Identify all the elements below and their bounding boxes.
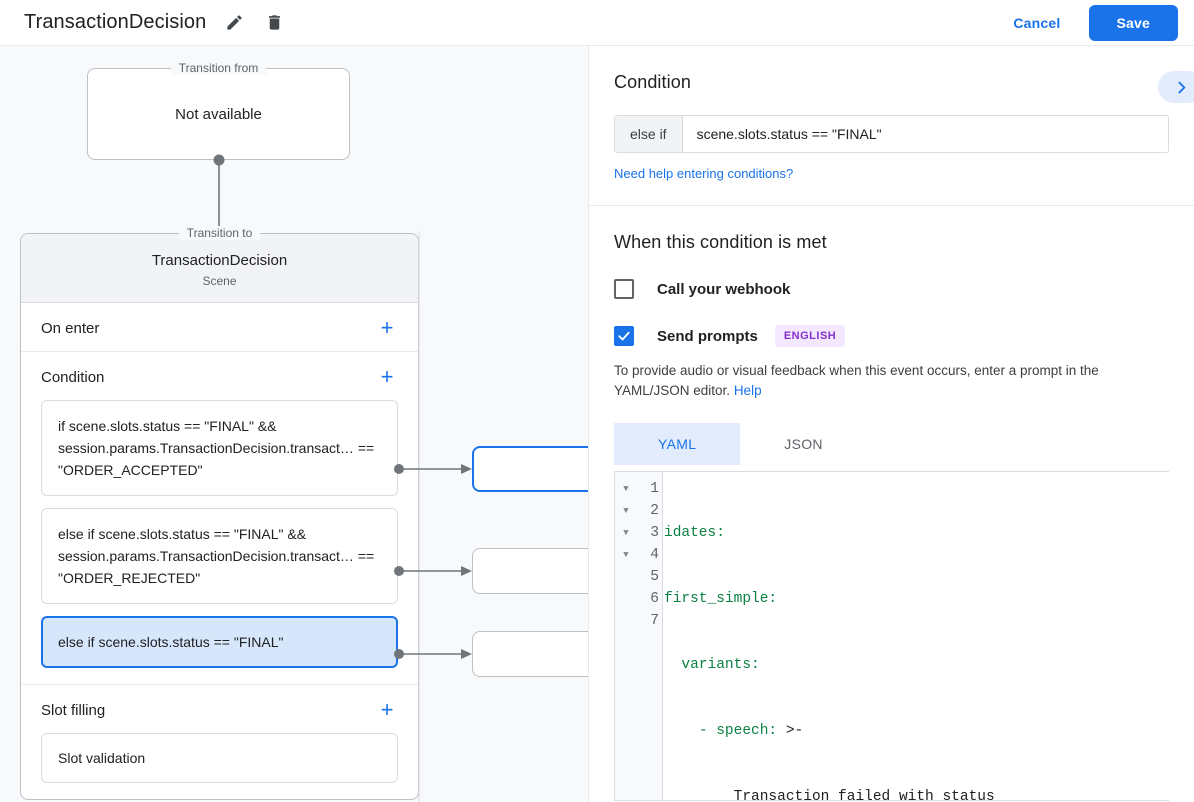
section-condition: Condition + if scene.slots.status == "FI… bbox=[21, 352, 418, 685]
webhook-label: Call your webhook bbox=[657, 280, 791, 298]
code-line: idates: bbox=[663, 522, 1169, 544]
code-text: >- bbox=[777, 723, 804, 739]
editor-line-numbers: 1 2 3 4 5 6 7 bbox=[637, 472, 663, 800]
condition-section: Condition else if Need help entering con… bbox=[589, 46, 1194, 206]
top-app-bar: TransactionDecision Cancel Save bbox=[0, 0, 1194, 46]
cancel-button[interactable]: Cancel bbox=[999, 6, 1074, 40]
section-title-on-enter: On enter bbox=[41, 319, 100, 337]
fold-toggle-icon[interactable]: ▼ bbox=[623, 484, 629, 494]
tab-json[interactable]: JSON bbox=[784, 436, 823, 452]
send-prompts-label: Send prompts bbox=[657, 327, 758, 345]
code-indent bbox=[664, 723, 699, 739]
condition-prefix-label: else if bbox=[615, 116, 683, 152]
code-line: variants: bbox=[663, 654, 1169, 676]
code-key: first_simple: bbox=[664, 591, 778, 607]
fold-spacer bbox=[615, 610, 637, 632]
add-condition-button[interactable]: + bbox=[380, 364, 394, 389]
detail-panel: Condition else if Need help entering con… bbox=[588, 46, 1194, 802]
code-line: - speech: >- bbox=[663, 720, 1169, 742]
condition-heading: Condition bbox=[614, 72, 691, 92]
code-key: - speech: bbox=[698, 723, 778, 739]
transition-to-legend: Transition to bbox=[178, 226, 261, 240]
code-key: idates: bbox=[664, 525, 725, 541]
condition-input-row: else if bbox=[614, 115, 1169, 153]
page-title: TransactionDecision bbox=[24, 11, 207, 33]
code-line: first_simple: bbox=[663, 588, 1169, 610]
send-prompts-row[interactable]: Send prompts ENGLISH bbox=[614, 325, 1169, 347]
scene-card: Transition to TransactionDecision Scene … bbox=[20, 226, 419, 800]
topbar-actions: Cancel Save bbox=[999, 4, 1178, 41]
code-editor[interactable]: ▼ ▼ ▼ ▼ 1 2 3 4 5 6 7 idates: first_simp… bbox=[614, 471, 1169, 801]
code-text: Transaction failed with status bbox=[733, 789, 995, 800]
transition-from-value: Not available bbox=[175, 105, 262, 123]
section-title-slot-filling: Slot filling bbox=[41, 701, 106, 719]
condition-card[interactable]: else if scene.slots.status == "FINAL" &&… bbox=[41, 508, 398, 604]
code-key: variants: bbox=[681, 657, 760, 673]
scene-type: Scene bbox=[202, 274, 237, 288]
fold-toggle-icon[interactable]: ▼ bbox=[623, 550, 629, 560]
fold-toggle-icon[interactable]: ▼ bbox=[623, 506, 629, 516]
slot-filling-list: Slot validation bbox=[21, 733, 418, 799]
condition-met-heading: When this condition is met bbox=[614, 232, 827, 252]
code-indent bbox=[664, 789, 734, 800]
line-number: 6 bbox=[650, 591, 659, 607]
prompts-description: To provide audio or visual feedback when… bbox=[614, 361, 1169, 401]
fold-spacer bbox=[615, 566, 637, 588]
editor-fold-column: ▼ ▼ ▼ ▼ bbox=[615, 472, 637, 800]
code-indent bbox=[664, 657, 681, 673]
section-header-condition: Condition + bbox=[21, 352, 418, 400]
section-slot-filling: Slot filling + Slot validation bbox=[21, 685, 418, 799]
condition-list: if scene.slots.status == "FINAL" && sess… bbox=[21, 400, 418, 684]
line-number: 7 bbox=[650, 613, 659, 629]
trash-icon[interactable] bbox=[260, 9, 288, 37]
prompts-description-text: To provide audio or visual feedback when… bbox=[614, 363, 1099, 398]
transition-target-card-selected[interactable] bbox=[472, 446, 588, 492]
editor-format-tabs: YAML JSON bbox=[614, 423, 1169, 465]
prompts-help-link[interactable]: Help bbox=[733, 383, 762, 398]
slot-validation-card[interactable]: Slot validation bbox=[41, 733, 398, 783]
scene-name: TransactionDecision bbox=[151, 252, 288, 269]
webhook-checkbox[interactable] bbox=[614, 279, 634, 299]
transition-target-card[interactable] bbox=[472, 548, 588, 594]
transition-target-card[interactable] bbox=[472, 631, 588, 677]
line-number: 4 bbox=[650, 547, 659, 563]
fold-spacer bbox=[615, 588, 637, 610]
section-on-enter: On enter + bbox=[21, 303, 418, 352]
send-prompts-checkbox[interactable] bbox=[614, 326, 634, 346]
condition-help-link[interactable]: Need help entering conditions? bbox=[614, 166, 794, 181]
language-badge: ENGLISH bbox=[774, 325, 846, 347]
scene-header[interactable]: TransactionDecision Scene bbox=[21, 234, 418, 303]
code-line: Transaction failed with status bbox=[663, 786, 1169, 800]
editor-code-area[interactable]: idates: first_simple: variants: - speech… bbox=[663, 472, 1169, 800]
section-header-slot-filling: Slot filling + bbox=[21, 685, 418, 733]
section-title-condition: Condition bbox=[41, 368, 105, 386]
condition-met-section: When this condition is met Call your web… bbox=[589, 206, 1194, 802]
save-button[interactable]: Save bbox=[1088, 4, 1178, 41]
line-number: 2 bbox=[650, 503, 659, 519]
condition-card[interactable]: if scene.slots.status == "FINAL" && sess… bbox=[41, 400, 398, 496]
line-number: 5 bbox=[650, 569, 659, 585]
chevron-right-icon[interactable] bbox=[1158, 71, 1194, 103]
webhook-checkbox-row[interactable]: Call your webhook bbox=[614, 279, 1169, 299]
pencil-icon[interactable] bbox=[220, 9, 248, 37]
add-slot-filling-button[interactable]: + bbox=[380, 697, 394, 722]
line-number: 3 bbox=[650, 525, 659, 541]
tab-yaml[interactable]: YAML bbox=[614, 423, 741, 465]
condition-card-selected[interactable]: else if scene.slots.status == "FINAL" bbox=[41, 616, 398, 668]
transition-from-card: Transition from Not available bbox=[87, 61, 350, 160]
flow-canvas[interactable]: Transition from Not available Transition… bbox=[0, 46, 588, 802]
section-header-on-enter: On enter + bbox=[21, 303, 418, 351]
add-on-enter-button[interactable]: + bbox=[380, 315, 394, 340]
fold-toggle-icon[interactable]: ▼ bbox=[623, 528, 629, 538]
line-number: 1 bbox=[650, 481, 659, 497]
transition-from-legend: Transition from bbox=[170, 61, 267, 75]
condition-expression-input[interactable] bbox=[682, 116, 1168, 152]
